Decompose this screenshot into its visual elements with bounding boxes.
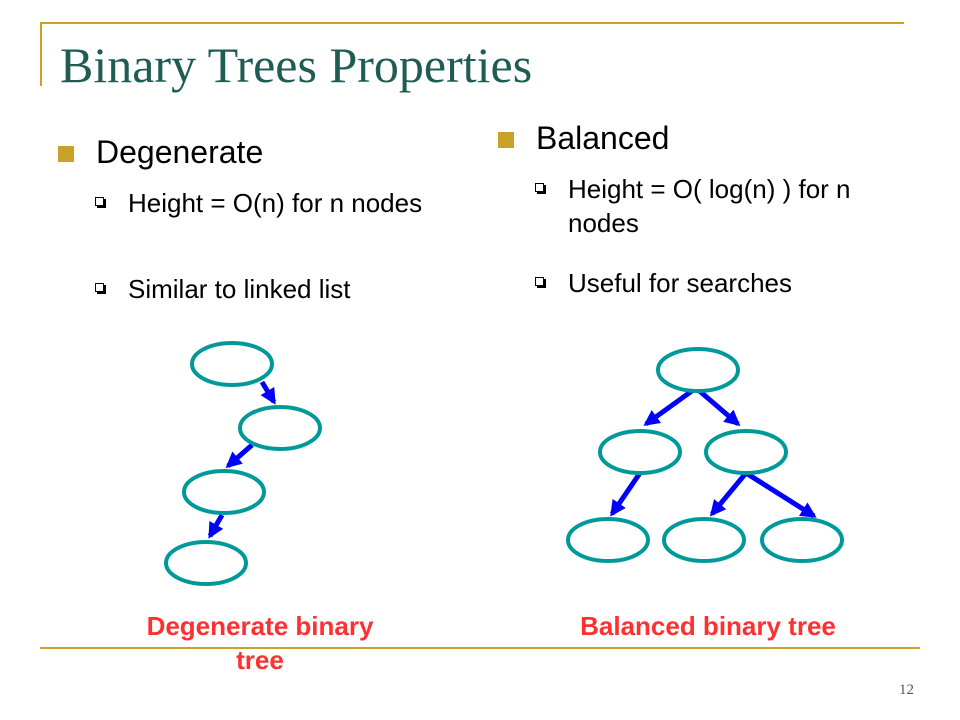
degenerate-edge-n2-n3 — [225, 443, 254, 469]
balanced-point-searches: Useful for searches — [535, 266, 888, 300]
bottom-rule — [40, 647, 920, 649]
balanced-caption: Balanced binary tree — [580, 611, 836, 641]
slide-title: Binary Trees Properties — [60, 37, 533, 93]
balanced-edge-root-left — [643, 385, 698, 427]
square-bullet-icon — [498, 132, 514, 148]
balanced-heading: Balanced — [498, 120, 669, 157]
top-rule — [42, 22, 904, 24]
balanced-edge-right-rightright — [744, 470, 817, 519]
page-number: 12 — [899, 682, 914, 698]
hollow-square-bullet-icon — [95, 283, 104, 292]
square-bullet-icon — [58, 146, 74, 162]
degenerate-edge-n1-n2 — [259, 380, 277, 405]
degenerate-node-n3 — [182, 469, 266, 515]
balanced-node-root — [656, 347, 740, 393]
balanced-node-left — [598, 429, 682, 475]
degenerate-node-n1 — [190, 341, 274, 387]
left-rule — [40, 22, 42, 86]
hollow-square-bullet-icon — [535, 277, 544, 286]
balanced-node-right — [704, 429, 788, 475]
balanced-node-right-left — [662, 517, 746, 563]
degenerate-point-height: Height = O(n) for n nodes — [95, 186, 428, 220]
balanced-point-height: Height = O( log(n) ) for n nodes — [535, 172, 888, 241]
degenerate-node-n2 — [238, 405, 322, 451]
degenerate-point-linked-list: Similar to linked list — [95, 272, 438, 306]
degenerate-heading: Degenerate — [58, 134, 263, 171]
degenerate-edge-n3-n4 — [207, 513, 225, 539]
degenerate-node-n4 — [164, 540, 248, 586]
hollow-square-bullet-icon — [95, 197, 104, 206]
balanced-edge-right-rightleft — [709, 471, 748, 517]
hollow-square-bullet-icon — [535, 183, 544, 192]
balanced-node-right-right — [760, 517, 844, 563]
balanced-edge-left-leftleft — [609, 471, 643, 517]
balanced-edge-root-right — [694, 386, 741, 427]
degenerate-caption: Degenerate binary tree — [146, 611, 374, 676]
balanced-node-left-left — [566, 517, 650, 563]
